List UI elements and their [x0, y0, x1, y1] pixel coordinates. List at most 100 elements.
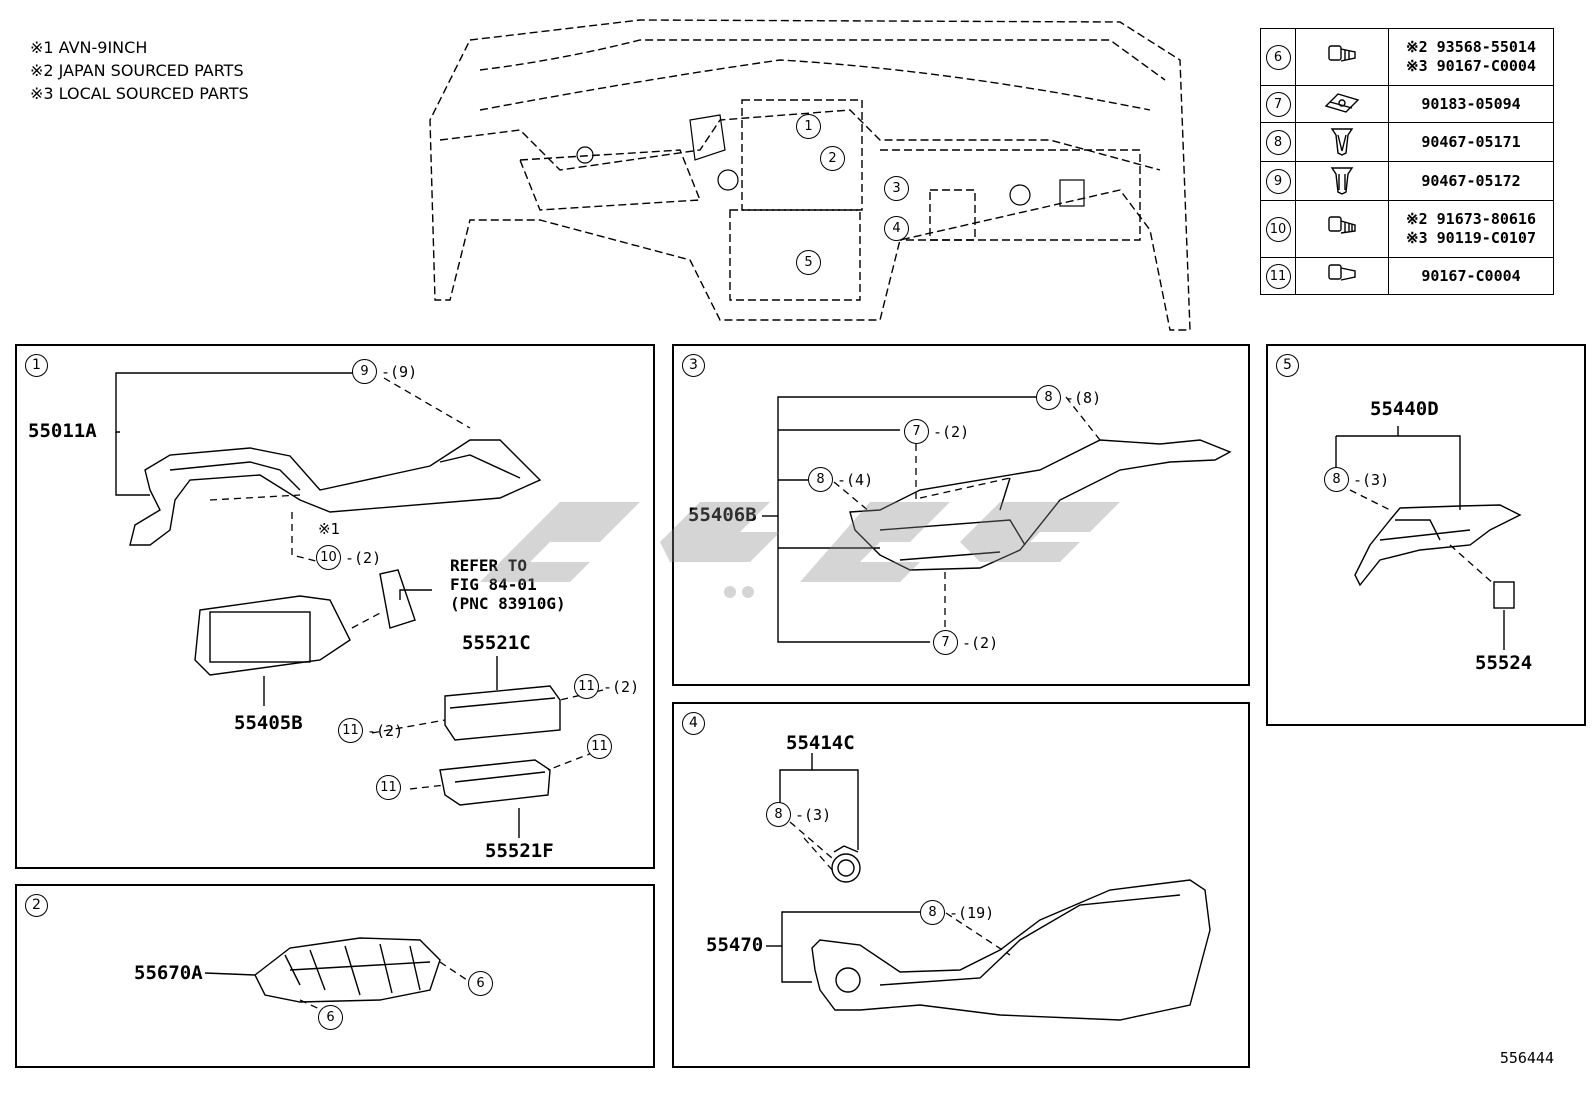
- callout-10: 10 -(2): [316, 545, 381, 570]
- callout-qty: -(3): [1353, 470, 1390, 489]
- callout-qty: -(2): [345, 548, 382, 567]
- table-row: 6 ※2 93568-55014 ※3 90167-C0004: [1260, 28, 1554, 86]
- bolt-icon: [1328, 264, 1356, 281]
- callout-11-upper: 11: [587, 734, 612, 759]
- part-number: ※3 90119-C0107: [1406, 229, 1536, 247]
- part-number: 90467-05171: [1421, 132, 1521, 151]
- table-row: 8 90467-05171: [1260, 122, 1554, 162]
- part-label-55405B: 55405B: [234, 712, 303, 734]
- refer-line: REFER TO: [450, 556, 528, 575]
- part-number: ※3 90167-C0004: [1406, 57, 1536, 75]
- overview-marker-5: 5: [796, 250, 821, 275]
- callout-number: 11: [574, 674, 599, 699]
- callout-11-lower: 11: [376, 775, 401, 800]
- notes-legend: ※1 AVN-9INCH ※2 JAPAN SOURCED PARTS ※3 L…: [30, 36, 249, 105]
- note-1: ※1 AVN-9INCH: [30, 38, 148, 57]
- callout-6-bottom: 6: [318, 1005, 343, 1030]
- callout-number: 11: [376, 775, 401, 800]
- panel-label: 5: [1276, 354, 1299, 377]
- callout-6-right: 6: [468, 971, 493, 996]
- overview-dashboard-drawing: [429, 19, 1191, 331]
- part-number: 90183-05094: [1421, 94, 1521, 113]
- callout-qty: -(19): [949, 903, 995, 922]
- callout-number: 9: [352, 359, 377, 384]
- bolt-icon: [1328, 216, 1356, 234]
- panel-label: 4: [682, 712, 705, 735]
- callout-number: 10: [316, 545, 341, 570]
- table-index: 6: [1265, 44, 1291, 70]
- panel-label: 1: [25, 354, 48, 377]
- callout-number: 7: [933, 630, 958, 655]
- refer-line: FIG 84-01: [450, 575, 537, 594]
- overview-marker-2: 2: [820, 146, 845, 171]
- table-row: 7 90183-05094: [1260, 85, 1554, 123]
- overview-marker-4: 4: [884, 216, 909, 241]
- table-index: 10: [1265, 216, 1291, 242]
- part-number: 90167-C0004: [1421, 266, 1521, 285]
- panel-label: 3: [682, 354, 705, 377]
- part-label-55414C: 55414C: [786, 732, 855, 754]
- callout-number: 8: [1036, 385, 1061, 410]
- callout-qty: -(2): [933, 422, 970, 441]
- callout-7-bottom: 7 -(2): [933, 630, 998, 655]
- callout-qty: -(2): [367, 721, 404, 740]
- callout-7-top: 7 -(2): [904, 419, 969, 444]
- callout-qty: -(3): [795, 805, 832, 824]
- bolt-icon: [1328, 45, 1356, 62]
- callout-number: 11: [587, 734, 612, 759]
- table-row: 9 90467-05172: [1260, 161, 1554, 201]
- table-row: 10 ※2 91673-80616 ※3 90119-C0107: [1260, 200, 1554, 258]
- callout-qty: -(2): [603, 677, 640, 696]
- callout-number: 11: [338, 718, 363, 743]
- watermark-logo: [480, 502, 1120, 598]
- part-number: ※2 91673-80616: [1406, 210, 1536, 228]
- part-label-55524: 55524: [1475, 652, 1533, 674]
- callout-qty: -(9): [381, 362, 418, 381]
- callout-number: 6: [468, 971, 493, 996]
- callout-qty: -(8): [1065, 388, 1102, 407]
- fastener-table: 6 ※2 93568-55014 ※3 90167-C0004 7 90183-…: [1260, 28, 1554, 295]
- callout-8-upper: 8 -(3): [766, 802, 831, 827]
- table-index: 11: [1265, 263, 1291, 289]
- callout-8-mid: 8 -(4): [808, 467, 873, 492]
- note-2: ※2 JAPAN SOURCED PARTS: [30, 61, 244, 80]
- figure-number: 556444: [1499, 1049, 1554, 1067]
- callout-8: 8 -(3): [1324, 467, 1389, 492]
- panel-1: 1: [15, 344, 655, 869]
- callout-9: 9 -(9): [352, 359, 417, 384]
- callout-11-left: 11 -(2): [338, 718, 403, 743]
- callout-8-top: 8 -(8): [1036, 385, 1101, 410]
- table-index: 7: [1265, 91, 1291, 117]
- overview-marker-1: 1: [796, 114, 821, 139]
- note-3: ※3 LOCAL SOURCED PARTS: [30, 84, 249, 103]
- part-label-55440D: 55440D: [1370, 398, 1439, 420]
- table-index: 9: [1265, 168, 1291, 194]
- part-number: 90467-05172: [1421, 171, 1521, 190]
- callout-qty: -(2): [962, 633, 999, 652]
- callout-number: 7: [904, 419, 929, 444]
- table-index: 8: [1265, 129, 1291, 155]
- nut-clip-icon: [1324, 93, 1360, 113]
- callout-number: 6: [318, 1005, 343, 1030]
- callout-8-lower: 8 -(19): [920, 900, 994, 925]
- part-label-55011A: 55011A: [28, 420, 97, 442]
- callout-number: 8: [808, 467, 833, 492]
- clip-icon: [1330, 167, 1354, 195]
- panel-2: 2: [15, 884, 655, 1068]
- refer-note: REFER TO FIG 84-01 (PNC 83910G): [450, 556, 566, 613]
- callout-number: 8: [1324, 467, 1349, 492]
- part-number: ※2 93568-55014: [1406, 38, 1536, 56]
- callout-11-right: 11 -(2): [574, 674, 639, 699]
- callout-qty: -(4): [837, 470, 874, 489]
- overview-marker-3: 3: [884, 176, 909, 201]
- table-row: 11 90167-C0004: [1260, 257, 1554, 295]
- note-marker-1: ※1: [318, 520, 341, 538]
- part-label-55470: 55470: [706, 934, 764, 956]
- part-label-55670A: 55670A: [134, 962, 203, 984]
- refer-line: (PNC 83910G): [450, 594, 566, 613]
